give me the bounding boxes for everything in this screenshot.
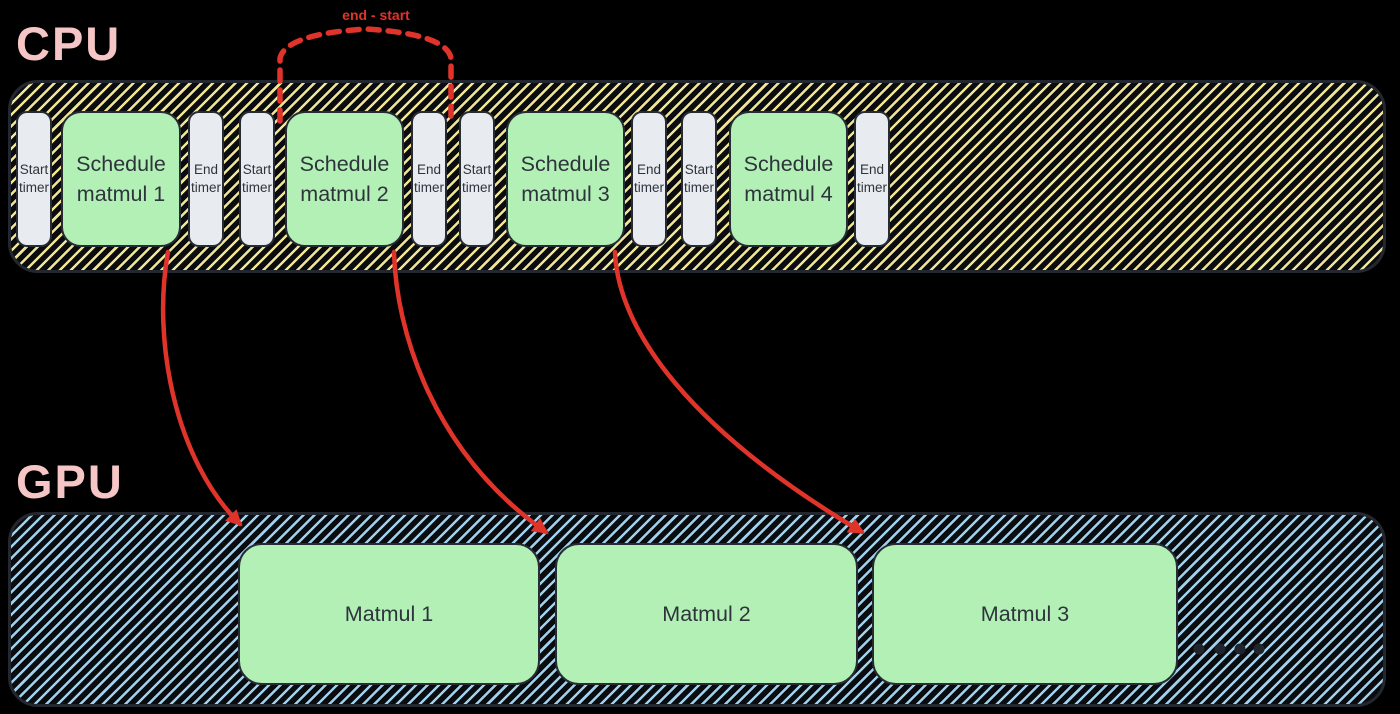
timer-label: Start — [19, 162, 49, 178]
schedule-label: matmul 3 — [521, 182, 610, 206]
matmul-2-block: Matmul 2 — [555, 543, 858, 685]
matmul-3-block: Matmul 3 — [872, 543, 1178, 685]
timer-label: End — [193, 162, 219, 178]
timer-label: timer — [191, 180, 221, 195]
timer-label: timer — [462, 180, 492, 195]
schedule-matmul-4-block: Schedule matmul 4 — [729, 111, 848, 247]
start-timer-block-4: Start timer — [681, 111, 717, 247]
dispatch-arrow-2 — [391, 249, 549, 535]
timer-label: Start — [242, 162, 272, 178]
schedule-label: Schedule — [743, 151, 834, 176]
gpu-label: GPU — [16, 455, 124, 508]
schedule-label: matmul 1 — [76, 182, 166, 206]
timer-label: Start — [462, 162, 492, 178]
schedule-matmul-3-block: Schedule matmul 3 — [506, 111, 625, 247]
end-timer-block-4: End timer — [854, 111, 890, 247]
dispatch-arrow-1 — [160, 249, 243, 527]
schedule-matmul-1-block: Schedule matmul 1 — [61, 111, 181, 247]
end-timer-block-1: End timer — [188, 111, 224, 247]
start-timer-block-3: Start timer — [459, 111, 495, 247]
timer-label: End — [416, 162, 442, 178]
schedule-label: matmul 2 — [300, 182, 389, 206]
start-timer-block-2: Start timer — [239, 111, 275, 247]
schedule-matmul-2-block: Schedule matmul 2 — [285, 111, 404, 247]
dispatch-arrow-3 — [612, 249, 865, 535]
timer-label: timer — [857, 180, 887, 195]
timer-label: timer — [242, 180, 272, 195]
matmul-label: Matmul 1 — [344, 601, 434, 626]
schedule-label: Schedule — [299, 151, 390, 176]
end-timer-block-3: End timer — [631, 111, 667, 247]
matmul-label: Matmul 3 — [980, 601, 1070, 626]
end-timer-block-2: End timer — [411, 111, 447, 247]
schedule-label: Schedule — [76, 151, 166, 176]
end-minus-start-label: end - start — [342, 7, 410, 23]
matmul-label: Matmul 2 — [662, 601, 751, 626]
start-timer-block-1: Start timer — [16, 111, 52, 247]
schedule-label: Schedule — [520, 151, 611, 176]
timer-label: End — [859, 162, 885, 178]
cpu-label: CPU — [16, 17, 122, 70]
timer-label: timer — [634, 180, 664, 195]
matmul-1-block: Matmul 1 — [238, 543, 540, 685]
schedule-label: matmul 4 — [744, 182, 833, 206]
timer-label: End — [636, 162, 662, 178]
timer-label: timer — [414, 180, 444, 195]
timer-label: timer — [19, 180, 49, 195]
timer-label: Start — [684, 162, 714, 178]
timer-label: timer — [684, 180, 714, 195]
